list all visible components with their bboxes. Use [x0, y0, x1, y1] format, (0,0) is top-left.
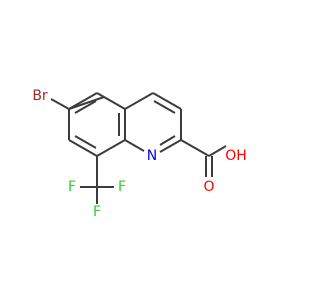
bond-c5-c6: [68, 96, 105, 110]
pyridine-ring-bonds: [124, 92, 182, 153]
bond-c4a-c4: [124, 92, 154, 110]
atom-nitrogen-label: N: [147, 148, 157, 164]
bond-c4-c3: [152, 92, 182, 110]
bond-c5-c6-double: [74, 100, 97, 114]
bond-n1-c8a: [124, 139, 145, 152]
atom-fluorine-left-label: F: [68, 179, 76, 195]
bond-c6-br: [50, 98, 70, 110]
bond-c4a-c5: [96, 92, 126, 110]
chemical-structure-diagram: Br N OH O F F F: [32, 88, 246, 220]
bond-c7-c8-inner: [74, 135, 97, 149]
bond-c2-n1: [159, 139, 182, 153]
bond-c5-c6-real: [68, 92, 98, 110]
bond-cooh-oh: [208, 145, 227, 157]
bond-c2-cooh: [180, 139, 210, 157]
bond-c7-c8: [68, 139, 98, 157]
atom-fluorine-bottom-label: F: [93, 204, 101, 220]
benzene-ring-bonds: [68, 92, 126, 157]
atom-labels: Br N OH O F F F: [32, 88, 246, 220]
bond-c2-n1-inner: [159, 135, 176, 146]
bond-c8-c8a: [96, 139, 126, 157]
atom-bromine-label: Br: [32, 88, 48, 104]
atom-carbonyl-oxygen-label: O: [203, 179, 214, 195]
atom-hydroxyl-label: OH: [225, 148, 247, 164]
substituent-bonds: [50, 98, 227, 204]
atom-fluorine-right-label: F: [118, 179, 126, 195]
bond-c4-c3-inner: [153, 100, 176, 114]
